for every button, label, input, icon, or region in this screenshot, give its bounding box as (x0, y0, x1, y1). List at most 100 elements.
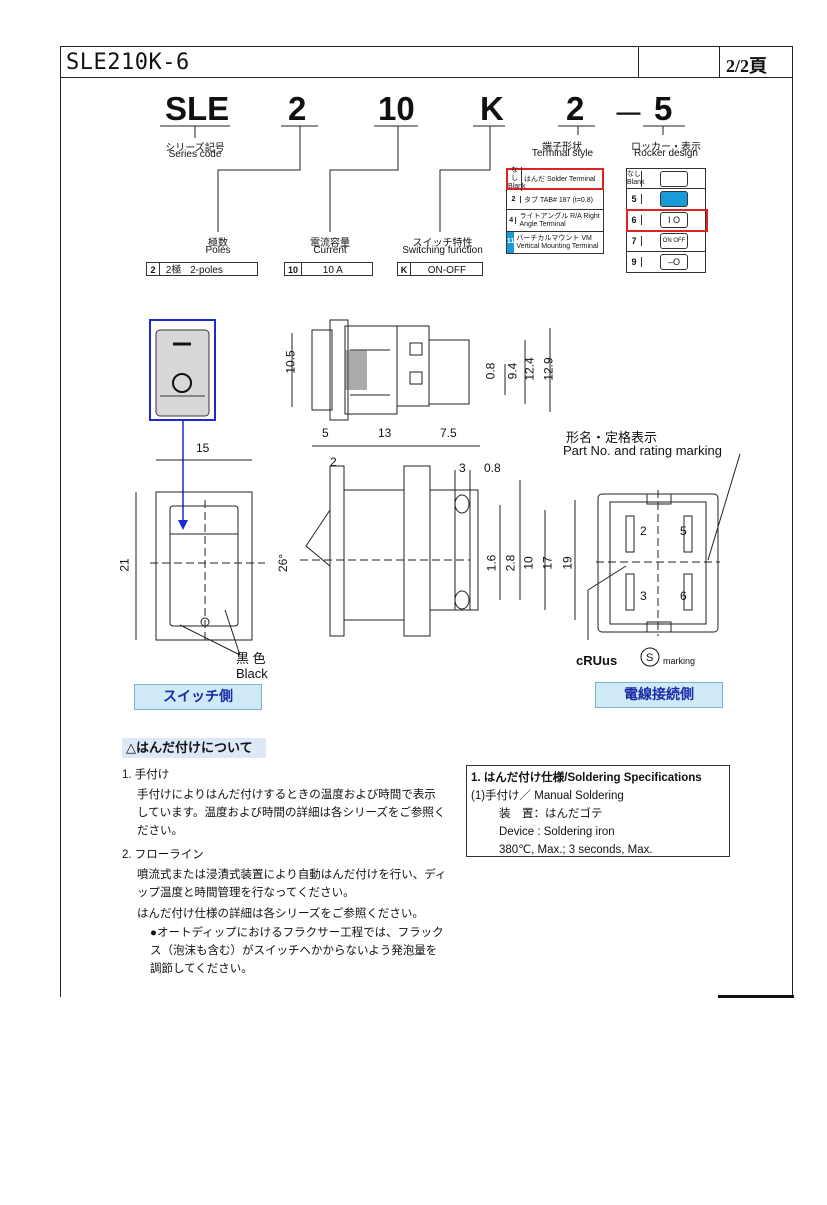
terminal-number: 2 (640, 524, 647, 538)
terminal-option-code: なし Blank (508, 167, 526, 191)
switching-option-code: K (398, 263, 411, 275)
rocker-jp: ロッカー・表示 (631, 142, 701, 153)
terminal-option-code: 4 (507, 217, 517, 224)
dim-label: 5 (322, 426, 329, 440)
rocker-selected-highlight (626, 209, 708, 232)
terminal-option-row: なし Blank はんだ Solder Terminal (506, 167, 604, 191)
dim-label: 3 (459, 461, 466, 475)
rocker-off-mark (172, 373, 192, 393)
item1-body: 手付けによりはんだ付けするときの温度および時間で表示しています。温度および時間の… (137, 789, 446, 837)
current-jp: 電流容量 (310, 238, 350, 249)
spec-title: 1. はんだ付け仕様/Soldering Specifications (471, 772, 702, 784)
color-jp: 黒 色 (236, 651, 266, 666)
header-divider (719, 46, 720, 78)
marking-en: Part No. and rating marking (563, 443, 722, 458)
switching-jp: スイッチ特性 (412, 238, 473, 249)
poles-en: Poles (205, 245, 231, 256)
code-series: SLE (165, 90, 230, 127)
rocker-preview-button (155, 329, 210, 417)
terminal-jp: 端子形状 (542, 142, 582, 153)
header-frame (60, 46, 793, 78)
dim-label: 26° (276, 553, 291, 573)
poles-option-code: 2 (147, 263, 160, 275)
code-rocker: 5 (654, 90, 673, 127)
rocker-dash-o-icon: –O (660, 254, 688, 270)
poles-option-jp: 2極 (165, 265, 182, 276)
item2-title: 2. フローライン (122, 849, 204, 861)
current-option-value: 10 A (322, 265, 343, 276)
poles-option-en: 2-poles (190, 265, 223, 276)
soldering-heading: △はんだ付けについて (122, 738, 266, 758)
rocker-option-code: 9 (627, 257, 642, 267)
current-option: 10 10 A (284, 262, 373, 276)
terminal-option-label: バーチカルマウント VM Vertical Mounting Terminal (516, 234, 599, 250)
rocker-io-icon: I O (660, 212, 688, 228)
rocker-option-row: なし Blank (626, 168, 706, 189)
switching-option: K ON-OFF (397, 262, 483, 276)
rocker-option-code: 6 (627, 215, 642, 225)
code-switching: K (480, 90, 504, 127)
item2-body: 噴流式または浸漬式装置により自動はんだ付けを行い、ディップ温度と時間管理を行なっ… (137, 869, 447, 899)
ul-marking-text: marking (663, 656, 696, 666)
dim-label: 10.5 (283, 350, 298, 374)
spec-condition: 380℃, Max.; 3 seconds, Max. (499, 844, 653, 856)
document-title: SLE210K-6 (66, 50, 190, 75)
spec-device-en: Device : Soldering iron (499, 826, 615, 838)
terminal-number: 5 (680, 524, 687, 538)
rocker-en: Rocker design (634, 148, 698, 159)
series-code-jp: シリーズ記号 (165, 143, 225, 154)
terminal-option-label: ライトアングル R/A Right Angle Terminal (519, 212, 600, 228)
code-poles: 2 (288, 90, 307, 127)
dim-label: 17 (540, 556, 555, 570)
frame-bottom-mark (718, 995, 794, 998)
terminal-option-row: 4 ライトアングル R/A Right Angle Terminal (506, 210, 604, 232)
frame-left-border (60, 77, 61, 997)
terminal-en: Terminal style (531, 148, 594, 159)
dim-label: 0.8 (484, 461, 501, 475)
frame-right-border (792, 77, 793, 997)
svg-text:S: S (646, 652, 653, 664)
item1-title: 1. 手付け (122, 769, 170, 781)
poles-option: 2 2極 2-poles (146, 262, 258, 276)
terminal-option-label: はんだ Solder Terminal (524, 176, 596, 183)
dim-label: 1.6 (484, 554, 499, 572)
rocker-option-row: 7 ON OFF (626, 231, 706, 252)
code-terminal: 2 (566, 90, 585, 127)
dim-label: 7.5 (440, 426, 457, 440)
item2-bullet: ●オートディップにおけるフラクサー工程では、フラックス（泡沫も含む）がスイッチへ… (150, 927, 444, 975)
terminal-options: なし Blank はんだ Solder Terminal 2 タブ TAB# 1… (506, 167, 604, 254)
item2-body2: はんだ付け仕様の詳細は各シリーズをご参照ください。 (137, 908, 424, 920)
terminal-number: 3 (640, 589, 647, 603)
dim-label: 0.8 (483, 362, 498, 380)
dim-label: 12.4 (522, 357, 537, 381)
dim-label: 15 (196, 441, 210, 455)
dim-label: 19 (560, 556, 575, 570)
terminal-option-code: 2 (507, 196, 521, 203)
dim-label: 10 (521, 556, 536, 570)
terminal-option-row: 2 タブ TAB# 187 (t=0.8) (506, 190, 604, 210)
caption-switch-side: スイッチ側 (134, 684, 262, 710)
poles-jp: 極数 (208, 238, 228, 249)
rocker-option-code: 5 (627, 194, 642, 204)
ul-mark: cRUus (576, 653, 617, 668)
dim-label: 12.9 (541, 357, 556, 381)
terminal-option-code: 11 (507, 232, 515, 253)
marking-jp: 形名・定格表示 (566, 430, 658, 445)
code-dash: － (612, 96, 645, 133)
rocker-option-code: 7 (627, 236, 642, 246)
header-divider (638, 46, 639, 78)
caption-wire-side: 電線接続側 (595, 682, 723, 708)
current-option-code: 10 (285, 263, 302, 275)
dim-label: 2.8 (503, 554, 518, 572)
terminal-number: 6 (680, 589, 687, 603)
terminal-option-row: 11 バーチカルマウント VM Vertical Mounting Termin… (506, 232, 604, 254)
dim-label: 2 (330, 455, 337, 469)
page-number: 2/2頁 (726, 56, 768, 76)
rocker-on-off-icon: ON OFF (660, 233, 688, 249)
series-code-en: Series code (168, 149, 222, 160)
color-en: Black (236, 666, 268, 681)
rocker-blank-icon (660, 170, 688, 187)
rocker-option-row: 9 –O (626, 252, 706, 273)
terminal-option-label: タブ TAB# 187 (t=0.8) (524, 196, 593, 204)
